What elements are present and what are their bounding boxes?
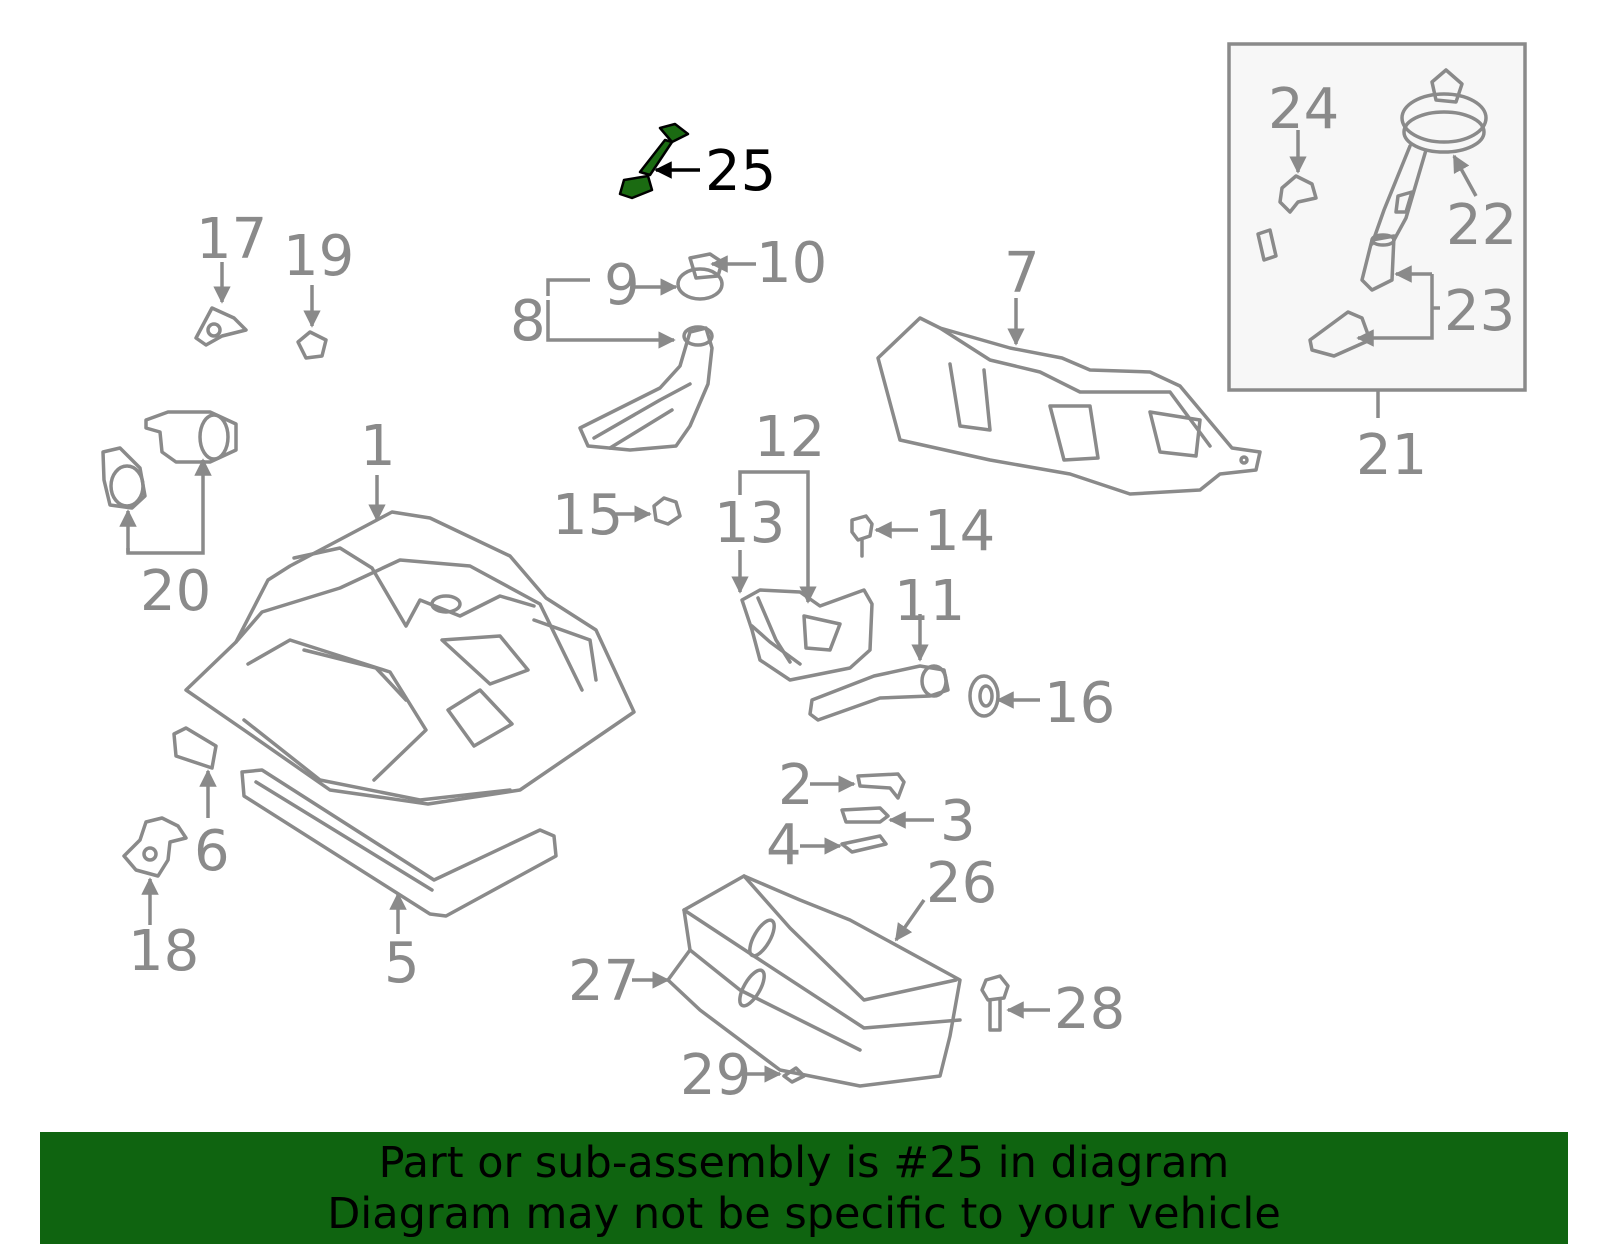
label-14: 14: [924, 499, 995, 564]
label-3: 3: [940, 789, 976, 854]
part-18-valve: [122, 816, 188, 878]
label-29: 29: [680, 1043, 751, 1108]
label-11: 11: [894, 569, 965, 634]
label-8: 8: [510, 289, 546, 354]
part-6-pad: [172, 726, 218, 770]
part-10-fuel-cap: [676, 252, 724, 301]
banner-line-2: Diagram may not be specific to your vehi…: [327, 1189, 1281, 1239]
part-19-clip: [296, 330, 328, 360]
label-5: 5: [384, 931, 420, 996]
part-14-bolt: [850, 514, 874, 558]
part-5-strap: [240, 768, 558, 918]
part-25-sender[interactable]: [618, 122, 690, 200]
label-18: 18: [128, 919, 199, 984]
part-7-heat-shield: [876, 316, 1262, 496]
label-17: 17: [196, 207, 267, 272]
label-2: 2: [778, 753, 814, 818]
banner-line-1: Part or sub-assembly is #25 in diagram: [378, 1138, 1230, 1188]
label-28: 28: [1054, 977, 1125, 1042]
part-3-bracket: [840, 806, 890, 824]
label-27: 27: [568, 949, 639, 1014]
label-9: 9: [604, 253, 640, 318]
label-19: 19: [283, 224, 354, 289]
part-12-protector: [740, 588, 874, 682]
label-26: 26: [926, 851, 997, 916]
part-15-nut: [652, 496, 682, 526]
label-16: 16: [1044, 671, 1115, 736]
part-2-bracket: [856, 772, 906, 800]
part-16-grommet: [968, 674, 1000, 718]
part-1-fuel-tank: [184, 510, 636, 806]
label-24: 24: [1268, 77, 1339, 142]
label-7: 7: [1004, 241, 1040, 306]
label-20: 20: [140, 559, 211, 624]
label-22: 22: [1446, 193, 1517, 258]
part-24-clip: [1256, 174, 1318, 262]
part-11-hose: [808, 664, 950, 722]
part-17-valve: [194, 306, 248, 347]
label-21: 21: [1356, 423, 1427, 488]
part-29-clip: [782, 1066, 806, 1084]
part-26-skid-plate: [666, 874, 962, 1088]
label-12: 12: [754, 405, 825, 470]
label-13: 13: [714, 491, 785, 556]
highlight-banner: Part or sub-assembly is #25 in diagram D…: [40, 1132, 1568, 1244]
label-4: 4: [766, 813, 802, 878]
label-1: 1: [360, 414, 396, 479]
part-28-bolt: [980, 974, 1010, 1032]
label-6: 6: [194, 819, 230, 884]
label-23: 23: [1444, 279, 1515, 344]
part-4-bracket: [840, 834, 888, 854]
label-25: 25: [705, 139, 776, 204]
part-22-pump-bracket: [1370, 68, 1488, 246]
part-8-filler-pipe: [578, 325, 714, 452]
label-15: 15: [552, 483, 623, 548]
part-20-filler-neck-parts: [101, 410, 238, 510]
label-10: 10: [756, 231, 827, 296]
